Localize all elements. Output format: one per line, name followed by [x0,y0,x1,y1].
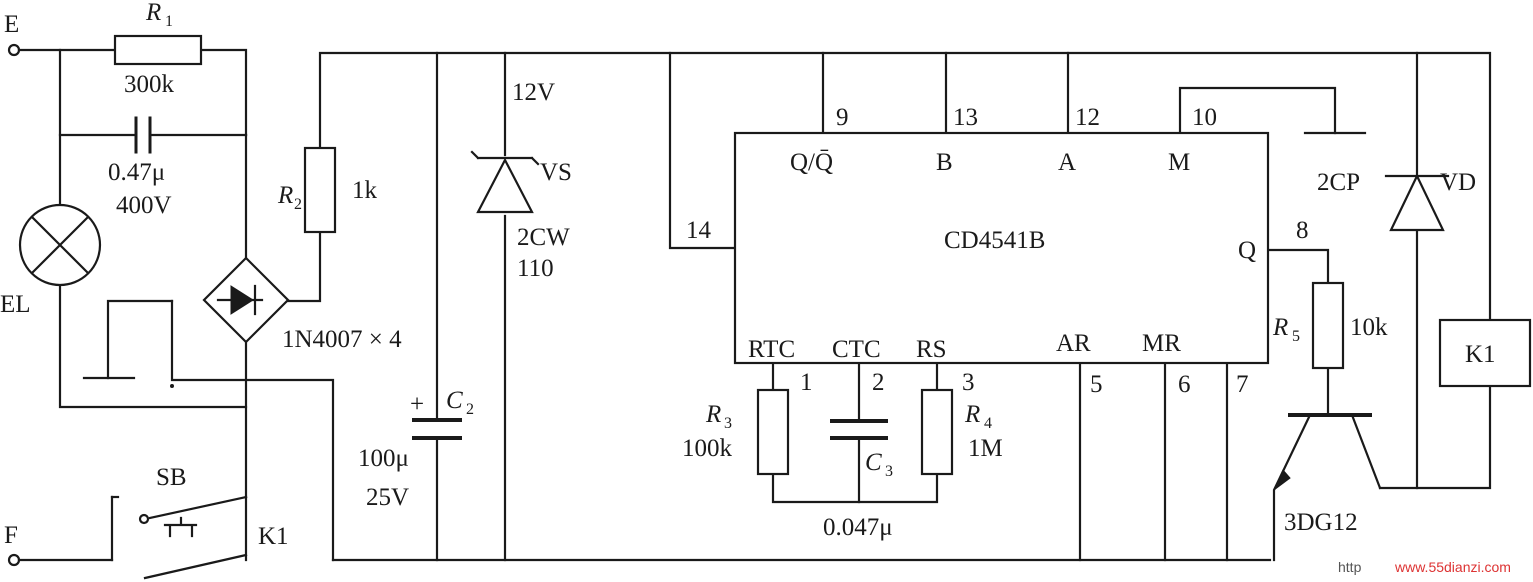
r2-sub: 2 [294,196,302,213]
pin-name-rtc: RTC [748,336,795,363]
c2-voltage: 25V [366,484,409,511]
pin-name-mr: MR [1142,330,1181,357]
c3-value: 0.047μ [823,514,893,541]
r1-sub: 1 [165,13,173,30]
lamp-label: EL [0,291,31,318]
zener-vs: 12V VS 2CW 110 [470,79,572,282]
capacitor-c3: C 3 0.047μ [823,419,893,541]
ic-cd4541b: CD4541B Q/Q̄ B A M Q RTC CTC RS AR MR 9 … [686,104,1309,398]
pin-7: 7 [1236,371,1249,398]
pin-9: 9 [836,104,849,131]
r5-name: R [1272,314,1288,341]
resistor-r4: R 4 1M [920,388,1003,476]
capacitor-c1: 0.47μ 400V [108,116,172,219]
pin-name-q: Q [1238,237,1256,264]
terminal-f: F [4,522,21,567]
junction-dot [170,384,174,388]
watermark-prefix: http [1338,559,1362,575]
r1-name: R [145,0,161,26]
c1-value: 0.47μ [108,159,165,186]
r5-sub: 5 [1292,328,1300,345]
c2-value: 100μ [358,445,409,472]
pin-name-a: A [1058,149,1076,176]
resistor-r1: R 1 300k [113,0,203,98]
r4-name: R [964,401,980,428]
transistor-3dg12: 3DG12 [1272,413,1382,562]
vs-voltage: 12V [512,79,555,106]
c3-name: C [865,449,882,476]
pin-5: 5 [1090,371,1103,398]
vd-part: 2CP [1317,169,1360,196]
c3-sub: 3 [885,463,893,480]
r2-value: 1k [352,177,378,204]
pin-12: 12 [1075,104,1100,131]
watermark-site: www.55dianzi.com [1394,559,1511,575]
k1-contact-label: K1 [258,523,289,550]
pin-name-ctc: CTC [832,336,881,363]
relay-contact-k1: K1 [143,523,289,580]
r4-sub: 4 [984,415,992,432]
switch-sb: SB [110,464,248,538]
ic-wiring [668,51,1492,562]
relay-label: K1 [1465,341,1496,368]
r3-value: 100k [682,435,733,462]
pin-name-b: B [936,149,953,176]
watermark: http www.55dianzi.com [1338,559,1511,575]
r2-name: R [277,182,293,209]
pin-13: 13 [953,104,978,131]
r3-sub: 3 [724,415,732,432]
terminal-f-label: F [4,522,18,549]
r1-value: 300k [124,71,175,98]
r4-value: 1M [968,435,1003,462]
bridge-label: 1N4007 × 4 [282,326,402,353]
pin-name-m: M [1168,149,1190,176]
c1-voltage: 400V [116,192,172,219]
pin-2: 2 [872,369,885,396]
pin-8: 8 [1296,217,1309,244]
resistor-r3: R 3 100k [682,388,790,476]
pin-10: 10 [1192,104,1217,131]
resistor-r2: R 2 1k [277,146,378,234]
c2-name: C [446,387,463,414]
terminal-e: E [4,11,21,57]
c2-sub: 2 [466,401,474,418]
left-wiring [17,48,1492,562]
vs-name: VS [540,159,572,186]
pin-1: 1 [800,369,813,396]
vs-part: 2CW [517,224,570,251]
supply-wiring [331,51,1272,562]
terminal-e-label: E [4,11,19,38]
vs-part-num: 110 [517,255,554,282]
r3-name: R [705,401,721,428]
r5-value: 10k [1350,314,1388,341]
c2-polarity: + [410,391,424,418]
resistor-r5: R 5 10k [1272,281,1388,370]
transistor-label: 3DG12 [1284,509,1358,536]
sb-label: SB [156,464,187,491]
relay-coil-k1: K1 [1438,318,1532,388]
pin-name-ar: AR [1056,330,1091,357]
pin-14: 14 [686,217,712,244]
vd-name: VD [1440,169,1476,196]
ic-name: CD4541B [944,227,1045,254]
lamp-el: EL [0,203,102,318]
capacitor-c2: + C 2 100μ 25V [358,387,474,511]
pin-6: 6 [1178,371,1191,398]
bridge-rectifier: 1N4007 × 4 [202,256,402,353]
diode-vd: 2CP VD [1317,169,1476,232]
pin-name-qqbar: Q/Q̄ [790,149,833,176]
pin-3: 3 [962,369,975,396]
pin-name-rs: RS [916,336,947,363]
